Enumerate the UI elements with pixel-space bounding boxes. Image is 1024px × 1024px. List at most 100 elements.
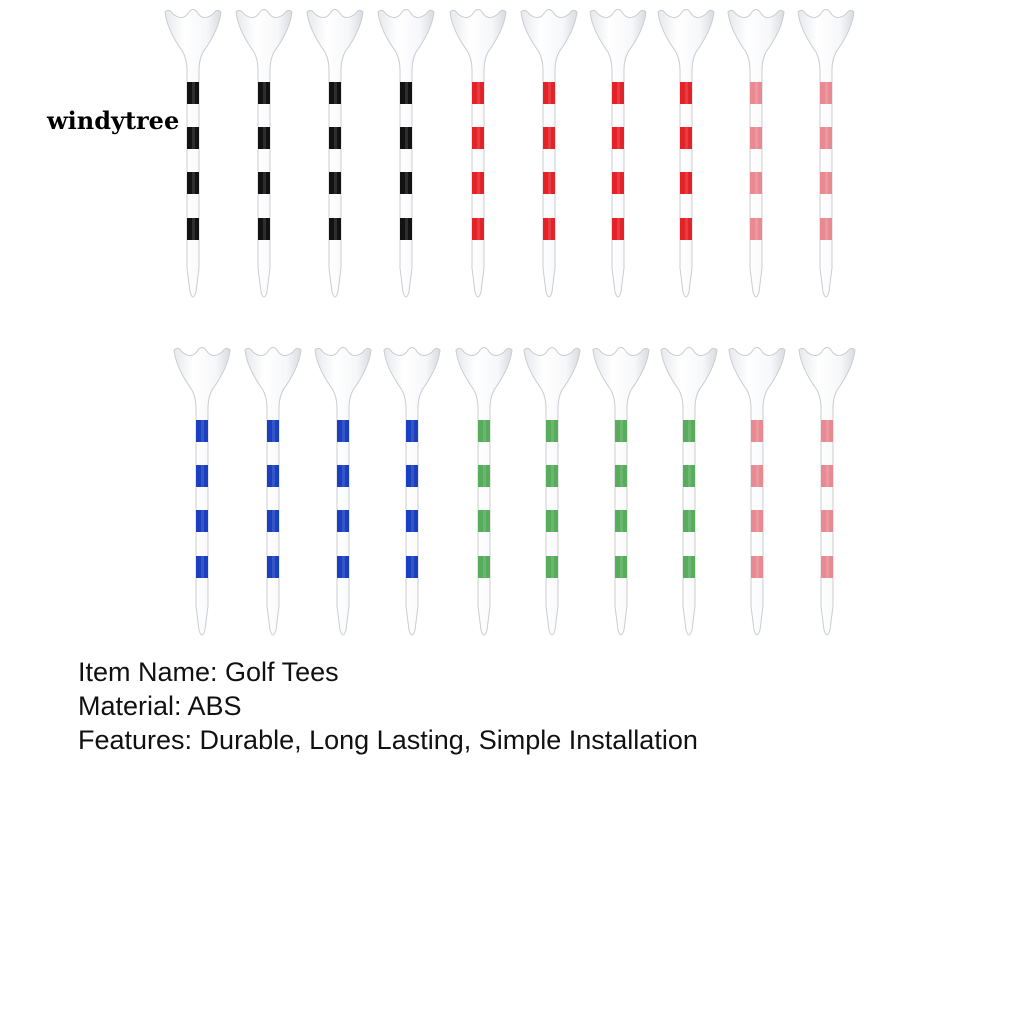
tee-body (798, 347, 856, 636)
tee-body (306, 9, 364, 298)
golf-tee (656, 0, 716, 310)
golf-tee (591, 338, 651, 648)
tee-stripe (267, 556, 279, 578)
product-specs: Item Name: Golf Tees Material: ABS Featu… (78, 655, 698, 757)
golf-tee (382, 338, 442, 648)
tee-body (660, 347, 718, 636)
tee-stripe (751, 420, 763, 442)
tee-stripe (267, 510, 279, 532)
golf-tee (588, 0, 648, 310)
tee-stripe (187, 172, 199, 194)
tee-stripe (615, 420, 627, 442)
tee-body (314, 347, 372, 636)
tee-stripe (400, 127, 412, 149)
spec-item-name: Item Name: Golf Tees (78, 657, 339, 687)
tee-stripe (187, 218, 199, 240)
tee-stripe (400, 172, 412, 194)
golf-tee (454, 338, 514, 648)
tee-stripe (751, 465, 763, 487)
golf-tee (659, 338, 719, 648)
tee-stripe (820, 218, 832, 240)
tee-stripe (543, 172, 555, 194)
tee-stripe (820, 172, 832, 194)
golf-tee-illustration (306, 9, 364, 298)
tee-stripe (612, 127, 624, 149)
tee-stripe (187, 127, 199, 149)
tee-stripe (820, 127, 832, 149)
golf-tee-illustration (173, 347, 231, 636)
golf-tee-illustration (592, 347, 650, 636)
tee-row-bottom (0, 338, 1024, 648)
golf-tee-illustration (657, 9, 715, 298)
tee-stripe (680, 127, 692, 149)
tee-stripe (406, 510, 418, 532)
golf-tee-illustration (727, 9, 785, 298)
watermark-logo: windytree (47, 106, 180, 135)
golf-tee-illustration (383, 347, 441, 636)
tee-body (657, 9, 715, 298)
golf-tee (727, 338, 787, 648)
tee-stripe (400, 82, 412, 104)
tee-stripe (750, 218, 762, 240)
tee-stripe (267, 465, 279, 487)
tee-stripe (821, 465, 833, 487)
tee-stripe (187, 82, 199, 104)
tee-stripe (680, 82, 692, 104)
tee-stripe (751, 510, 763, 532)
tee-stripe (478, 556, 490, 578)
golf-tee-illustration (660, 347, 718, 636)
golf-tee-illustration (455, 347, 513, 636)
tee-stripe (546, 556, 558, 578)
tee-stripe (258, 127, 270, 149)
tee-stripe (543, 218, 555, 240)
tee-stripe (683, 420, 695, 442)
tee-body (727, 9, 785, 298)
tee-stripe (196, 510, 208, 532)
tee-stripe (196, 420, 208, 442)
golf-tee (797, 338, 857, 648)
tee-stripe (196, 465, 208, 487)
tee-body (523, 347, 581, 636)
tee-stripe (683, 556, 695, 578)
tee-body (173, 347, 231, 636)
tee-stripe (472, 218, 484, 240)
golf-tee (726, 0, 786, 310)
tee-stripe (258, 218, 270, 240)
tee-stripe (821, 556, 833, 578)
tee-stripe (615, 465, 627, 487)
tee-body (244, 347, 302, 636)
golf-tee-illustration (314, 347, 372, 636)
tee-stripe (406, 465, 418, 487)
tee-stripe (258, 172, 270, 194)
tee-stripe (612, 82, 624, 104)
tee-stripe (329, 127, 341, 149)
golf-tee (243, 338, 303, 648)
tee-stripe (472, 82, 484, 104)
tee-stripe (612, 218, 624, 240)
tee-body (589, 9, 647, 298)
tee-body (377, 9, 435, 298)
golf-tee-illustration (589, 9, 647, 298)
tee-stripe (683, 465, 695, 487)
tee-row-top (0, 0, 1024, 310)
tee-stripe (820, 82, 832, 104)
tee-body (520, 9, 578, 298)
tee-stripe (472, 127, 484, 149)
golf-tee (519, 0, 579, 310)
golf-tee-illustration (449, 9, 507, 298)
golf-tee (234, 0, 294, 310)
tee-body (449, 9, 507, 298)
tee-stripe (406, 556, 418, 578)
golf-tee-illustration (523, 347, 581, 636)
tee-stripe (196, 556, 208, 578)
tee-stripe (329, 82, 341, 104)
tee-body (728, 347, 786, 636)
spec-material: Material: ABS (78, 691, 242, 721)
tee-stripe (543, 82, 555, 104)
tee-stripe (821, 420, 833, 442)
golf-tee (522, 338, 582, 648)
tee-stripe (750, 172, 762, 194)
golf-tee-illustration (728, 347, 786, 636)
tee-stripe (546, 465, 558, 487)
tee-body (235, 9, 293, 298)
